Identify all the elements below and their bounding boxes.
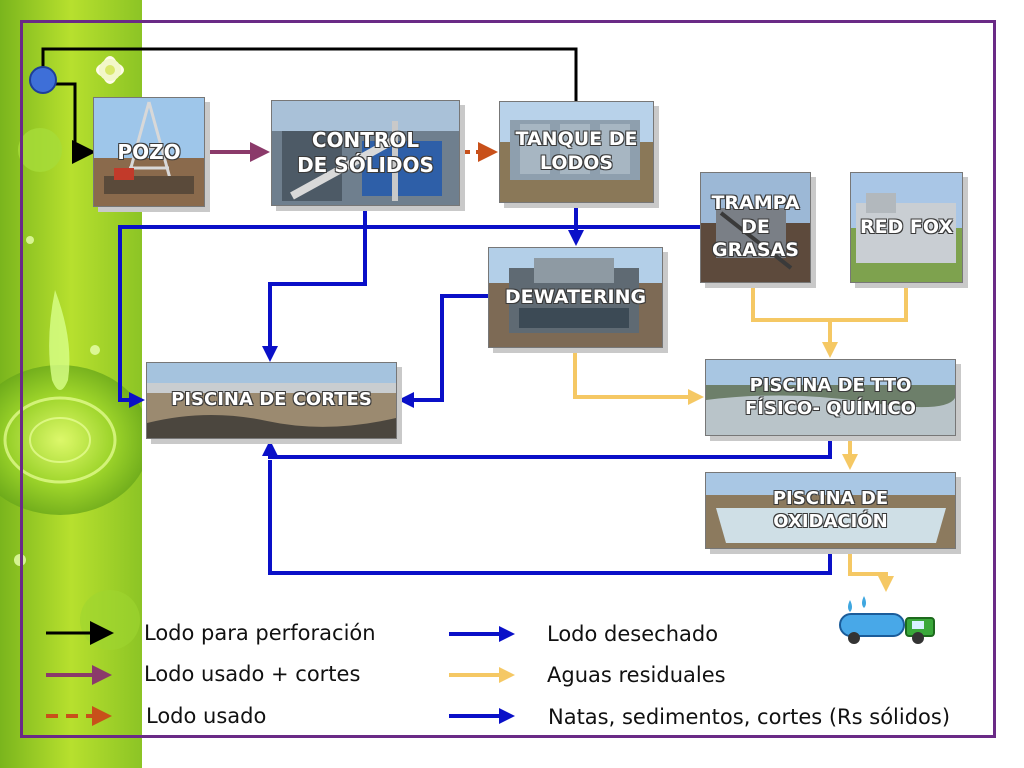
- piscina-tto-photo: [706, 360, 955, 435]
- label-trampa-grasas: TRAMPA DE GRASAS: [711, 191, 800, 262]
- box-dewatering: DEWATERING: [488, 247, 663, 348]
- label-tanque-lodos: TANQUE DE LODOS: [515, 128, 638, 174]
- red-fox-photo: [851, 173, 962, 282]
- legend-lodo-usado-cortes: Lodo usado + cortes: [144, 662, 361, 686]
- legend-lodo-desechado: Lodo desechado: [547, 622, 719, 646]
- label-dewatering: DEWATERING: [504, 286, 647, 308]
- legend-natas: Natas, sedimentos, cortes (Rs sólidos): [548, 705, 951, 729]
- box-pozo: POZO: [93, 97, 205, 207]
- flow-return-to-pozo: [41, 47, 578, 101]
- legend-aguas-residuales: Aguas residuales: [547, 663, 726, 687]
- label-piscina-cortes: PISCINA DE CORTES: [171, 389, 372, 411]
- box-piscina-tto: PISCINA DE TTO FÍSICO- QUÍMICO: [705, 359, 956, 436]
- water-truck-icon: [839, 596, 935, 644]
- junction-node: [29, 66, 57, 94]
- flow-redfox-to-tto: [830, 283, 908, 322]
- box-tanque-lodos: TANQUE DE LODOS: [499, 101, 654, 203]
- control-solidos-photo: [272, 101, 459, 205]
- box-control-solidos: CONTROL DE SÓLIDOS: [271, 100, 460, 206]
- label-pozo: POZO: [117, 139, 181, 164]
- trampa-photo: [701, 173, 810, 282]
- diagram-frame: [20, 20, 996, 738]
- flow-oxidacion-to-truck: [848, 548, 894, 592]
- label-piscina-oxidacion: PISCINA DE OXIDACIÓN: [772, 488, 889, 532]
- label-control-solidos: CONTROL DE SÓLIDOS: [297, 128, 434, 177]
- flow-dewatering-to-tto: [573, 347, 704, 405]
- flow-dewatering-to-cortes: [398, 294, 488, 408]
- flow-control-to-cortes: [262, 205, 367, 362]
- flow-to-pozo: [43, 82, 96, 164]
- legend-lodo-perforacion: Lodo para perforación: [144, 621, 376, 645]
- box-piscina-cortes: PISCINA DE CORTES: [146, 362, 397, 439]
- piscina-cortes-photo: [147, 363, 396, 438]
- rig-photo: [94, 98, 204, 206]
- flow-oxidacion-to-cortes: [268, 460, 832, 575]
- box-piscina-oxidacion: PISCINA DE OXIDACIÓN: [705, 472, 956, 549]
- legend-lodo-usado: Lodo usado: [146, 704, 267, 728]
- box-trampa-grasas: TRAMPA DE GRASAS: [700, 172, 811, 283]
- dewatering-photo: [489, 248, 662, 347]
- label-piscina-tto: PISCINA DE TTO FÍSICO- QUÍMICO: [745, 375, 916, 419]
- box-red-fox: RED FOX: [850, 172, 963, 283]
- label-red-fox: RED FOX: [859, 215, 954, 238]
- piscina-oxidacion-photo: [706, 473, 955, 548]
- flow-trampa-to-tto: [751, 283, 830, 322]
- flow-tto-to-cortes: [262, 436, 832, 459]
- flow-trampa-to-cortes: [118, 225, 700, 408]
- tanque-photo: [500, 102, 653, 202]
